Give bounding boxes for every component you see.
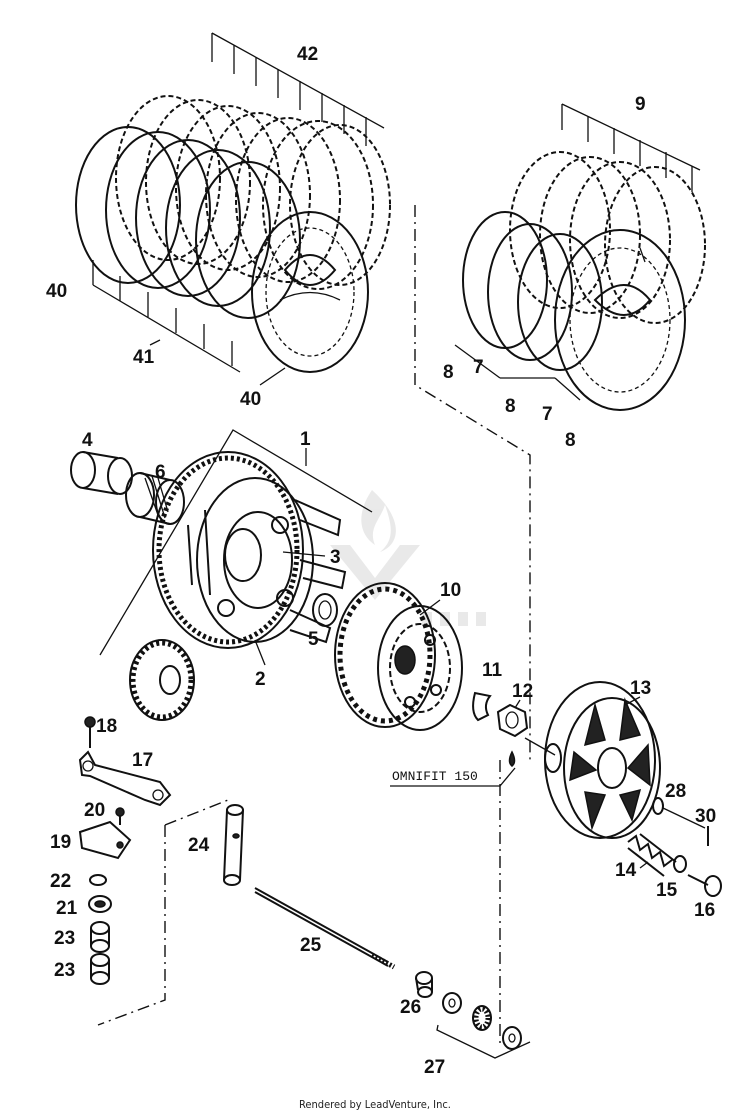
clutch-release-lever <box>78 750 172 807</box>
leader-lines <box>149 247 649 869</box>
callout-22: 22 <box>50 871 71 892</box>
callout-11: 11 <box>482 660 503 681</box>
callout-17: 17 <box>132 750 153 771</box>
callout-23-upper: 23 <box>54 928 75 949</box>
rendered-by-footer: Rendered by LeadVenture, Inc. <box>299 1098 451 1111</box>
clutch-inner-hub <box>334 582 463 731</box>
callout-21: 21 <box>56 898 78 919</box>
push-rod-end <box>415 971 433 998</box>
bushing <box>70 451 133 495</box>
callout-10: 10 <box>440 580 461 601</box>
callout-4: 4 <box>82 430 93 451</box>
spring-washer <box>673 855 687 873</box>
callout-25: 25 <box>300 935 322 956</box>
callout-labels: 42 40 41 40 9 8 7 8 7 8 4 6 1 3 10 5 2 1… <box>46 44 716 1078</box>
o-ring <box>652 797 664 815</box>
callout-8-left: 8 <box>443 362 454 383</box>
clutch-plate-stack-right <box>454 103 706 411</box>
callout-2: 2 <box>255 669 266 690</box>
callout-19: 19 <box>50 832 71 853</box>
assembly-guide-lines <box>97 205 556 1045</box>
callout-18: 18 <box>96 716 117 737</box>
cover-screw <box>115 807 125 825</box>
clutch-plate-stack-left <box>75 32 391 373</box>
callout-14: 14 <box>615 860 637 881</box>
needle-bearing <box>125 472 185 525</box>
callout-3: 3 <box>330 547 341 568</box>
callout-6: 6 <box>155 462 166 483</box>
callout-8-middle: 8 <box>505 396 516 417</box>
bearing-upper <box>90 921 110 953</box>
callout-23-lower: 23 <box>54 960 75 981</box>
callout-12: 12 <box>512 681 533 702</box>
callout-16: 16 <box>694 900 715 921</box>
primary-gear <box>129 639 195 721</box>
circlip <box>89 874 107 886</box>
callout-9: 9 <box>635 94 646 115</box>
callout-13: 13 <box>630 678 651 699</box>
clutch-basket <box>99 429 373 656</box>
callout-7-left: 7 <box>473 357 484 378</box>
callout-40-upper: 40 <box>46 281 67 302</box>
callout-7-right: 7 <box>542 404 553 425</box>
callout-8-right: 8 <box>565 430 576 451</box>
bearing-lower <box>90 953 110 985</box>
callout-40-lower: 40 <box>240 389 261 410</box>
clutch-spring <box>627 833 677 877</box>
threadlock-drop <box>508 750 516 767</box>
release-shaft <box>223 804 244 886</box>
clutch-nut <box>496 703 529 738</box>
oil-seal <box>88 895 112 913</box>
callout-24: 24 <box>188 835 210 856</box>
lock-washer <box>472 691 492 722</box>
callout-15: 15 <box>656 880 678 901</box>
callout-28: 28 <box>665 781 686 802</box>
push-rod <box>254 887 396 970</box>
pressure-plate <box>544 681 661 839</box>
omnifit-note: OMNIFIT 150 <box>392 769 478 784</box>
callout-26: 26 <box>400 997 421 1018</box>
spring-bolt <box>687 874 722 897</box>
callout-41: 41 <box>133 347 155 368</box>
lever-cover-plate <box>78 820 132 860</box>
lever-bolt <box>84 716 96 748</box>
callout-42: 42 <box>297 44 318 65</box>
thrust-washer <box>312 593 338 627</box>
exploded-parts-diagram: 42 40 41 40 9 8 7 8 7 8 4 6 1 3 10 5 2 1… <box>46 32 722 1078</box>
callout-27: 27 <box>424 1057 445 1078</box>
callout-30: 30 <box>695 806 716 827</box>
thrust-bearing-set <box>436 992 531 1059</box>
callout-1: 1 <box>300 429 311 450</box>
callout-20: 20 <box>84 800 105 821</box>
callout-5: 5 <box>308 629 319 650</box>
